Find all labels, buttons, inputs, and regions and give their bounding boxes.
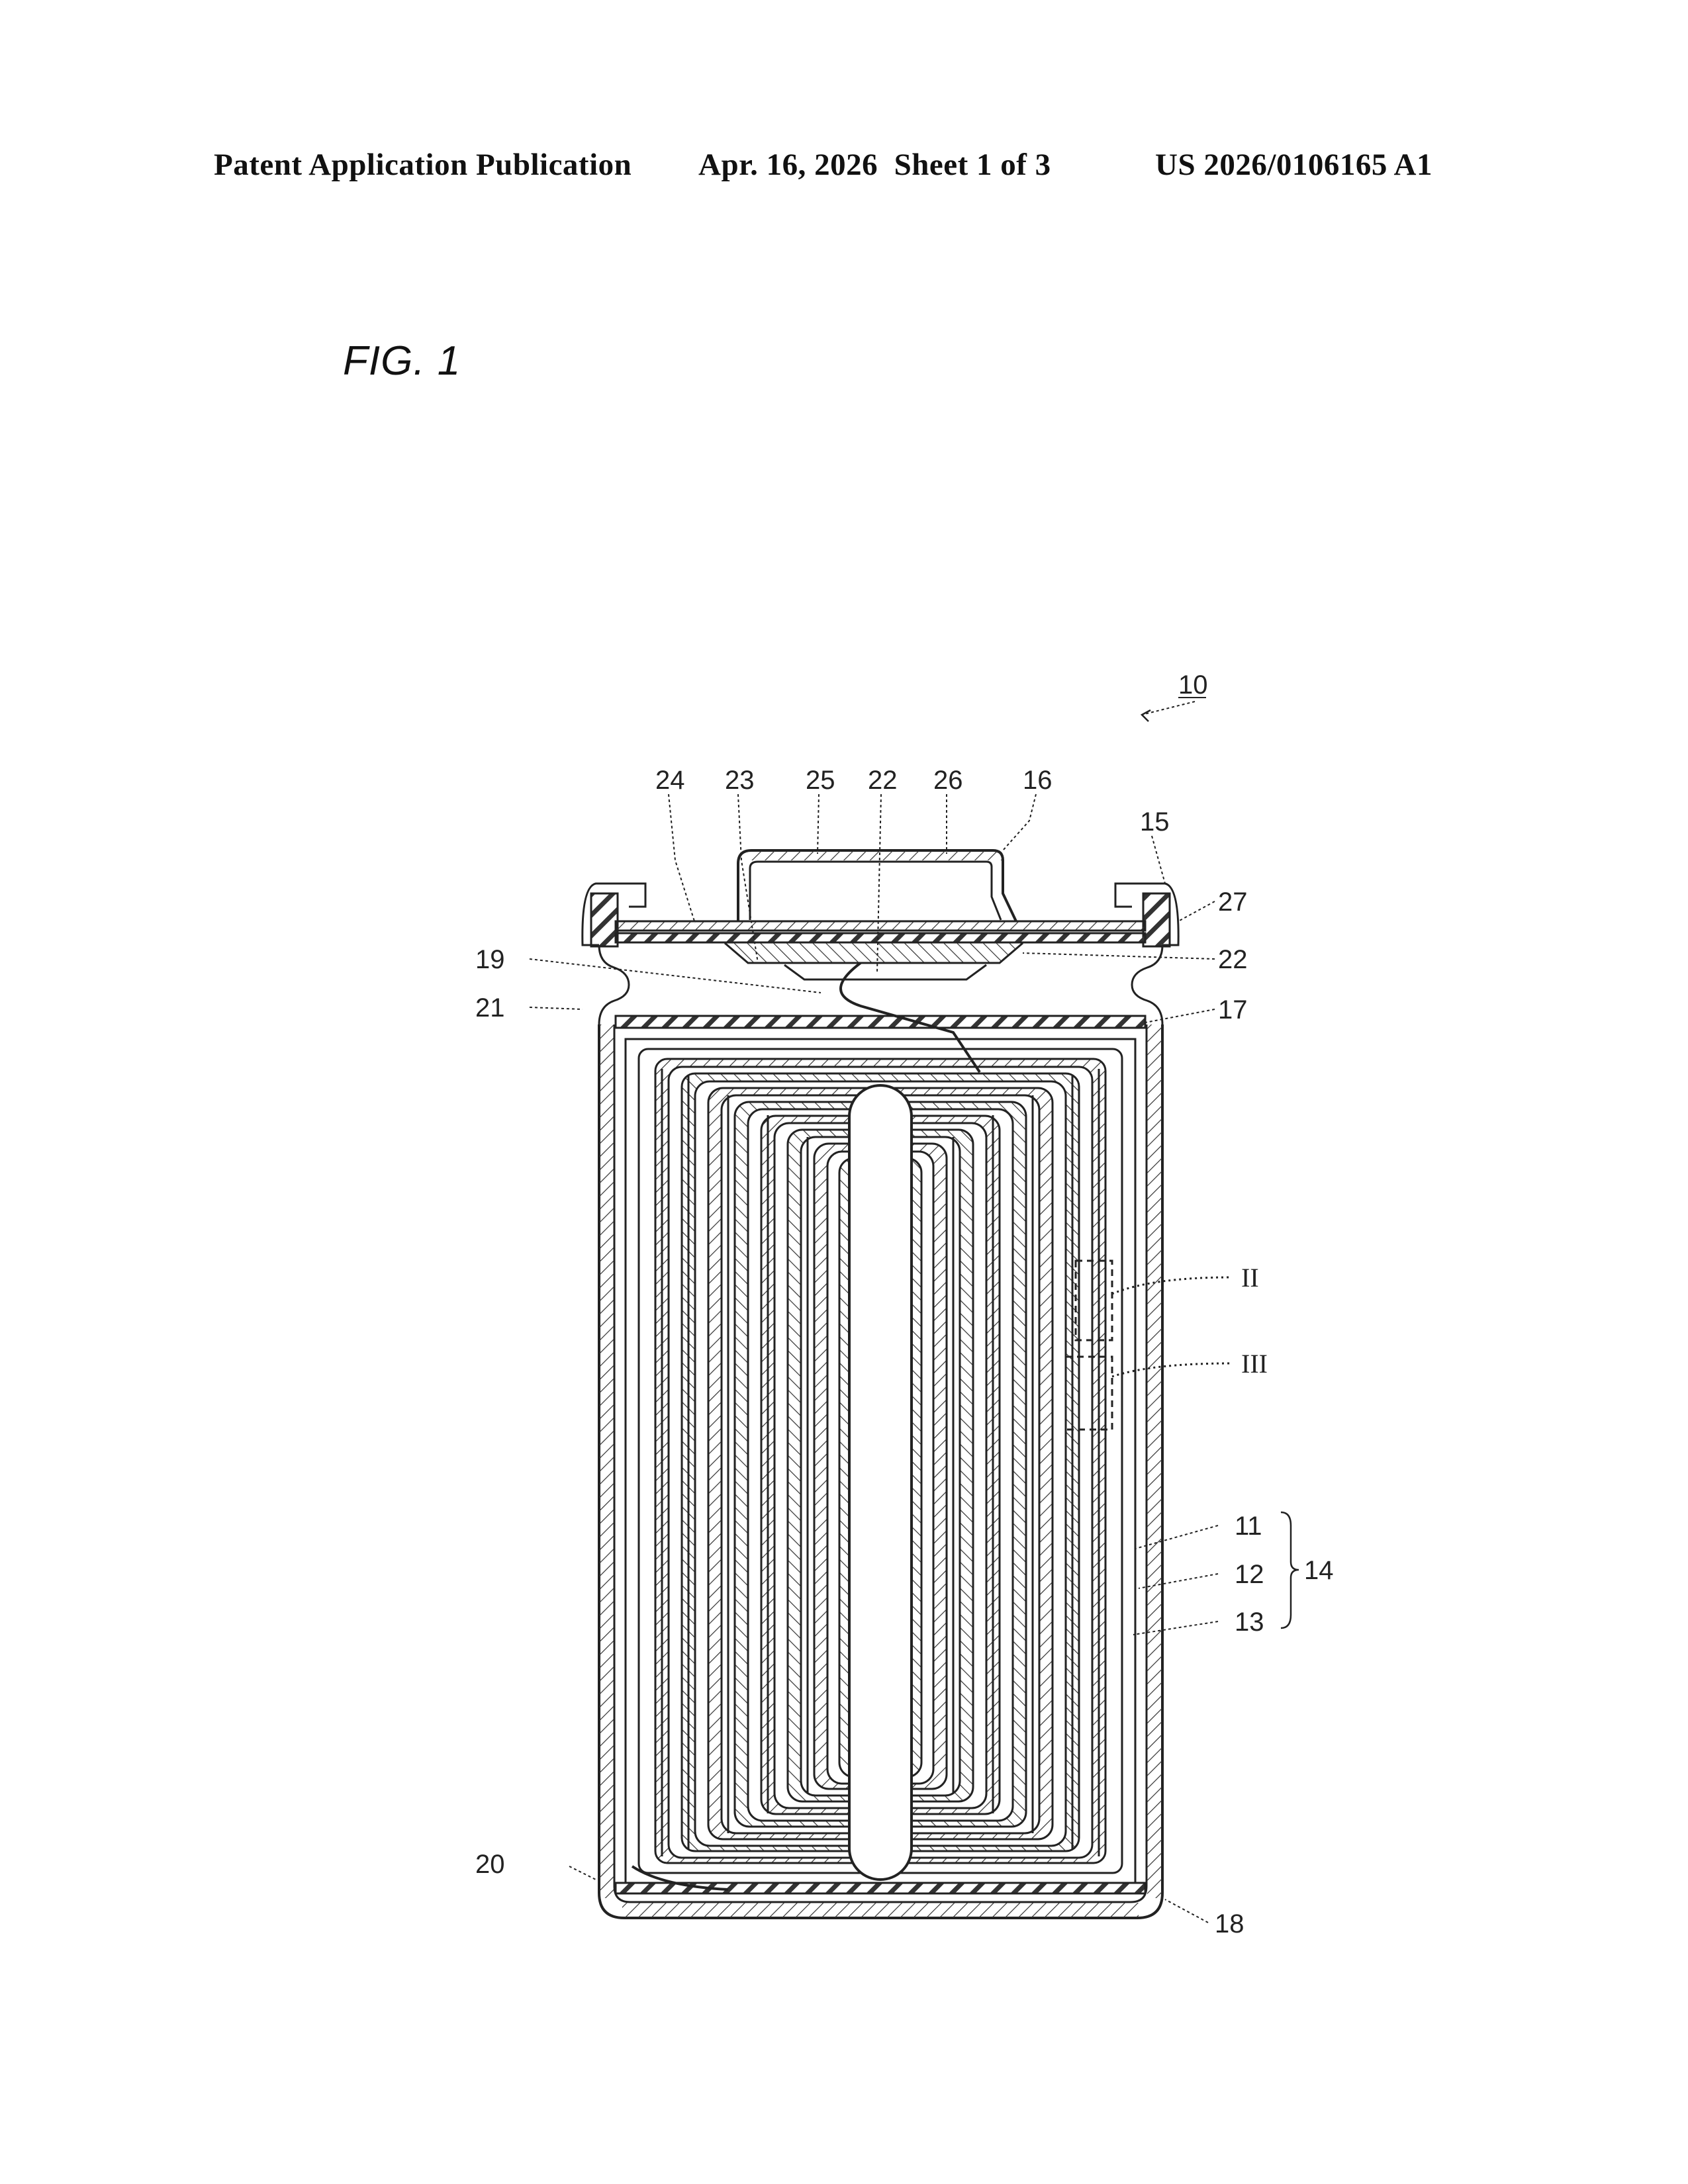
ref-14: 14 [1304, 1556, 1334, 1585]
gasket-right [1143, 893, 1170, 946]
lower-insulator [616, 1883, 1145, 1893]
groove-right [1132, 945, 1162, 1024]
ref-26: 26 [933, 766, 963, 795]
terminal-cap-inner [750, 862, 1001, 920]
ref-19: 19 [475, 945, 505, 974]
ref-15: 15 [1140, 807, 1170, 837]
ref-16: 16 [1023, 766, 1053, 795]
can-wall-left-hatch [600, 1024, 614, 1898]
ref-II: II [1241, 1263, 1259, 1293]
ref-27: 27 [1218, 887, 1248, 917]
ref-18: 18 [1215, 1909, 1244, 1938]
can-wall-right-hatch [1147, 1024, 1162, 1898]
ref-20: 20 [475, 1850, 505, 1879]
ref-III: III [1241, 1349, 1268, 1379]
upper-insulator [616, 1016, 1145, 1028]
ref-17: 17 [1218, 995, 1248, 1024]
groove-left [599, 945, 629, 1024]
lower-vent [784, 965, 986, 979]
electrode-assembly [626, 1039, 1135, 1883]
ref-24: 24 [655, 766, 685, 795]
ref-12: 12 [1235, 1560, 1264, 1589]
ref-11: 11 [1235, 1512, 1262, 1541]
terminal-cap-top-hatch [751, 851, 1002, 860]
ref-13: 13 [1235, 1608, 1264, 1637]
arrow-10 [1142, 710, 1150, 721]
ref-21: 21 [475, 993, 505, 1023]
ref-23: 23 [725, 766, 755, 795]
ref-22-top: 22 [868, 766, 898, 795]
core-hollow [849, 1085, 912, 1880]
ref-22-right: 22 [1218, 945, 1248, 974]
insulating-plate [616, 933, 1145, 942]
cap-plate [616, 921, 1145, 931]
brace-14 [1281, 1512, 1299, 1628]
ref-10: 10 [1178, 670, 1208, 700]
ref-25: 25 [806, 766, 835, 795]
valve-body [725, 943, 1023, 963]
can-bottom-hatch [622, 1903, 1139, 1917]
gasket-left [591, 893, 618, 946]
